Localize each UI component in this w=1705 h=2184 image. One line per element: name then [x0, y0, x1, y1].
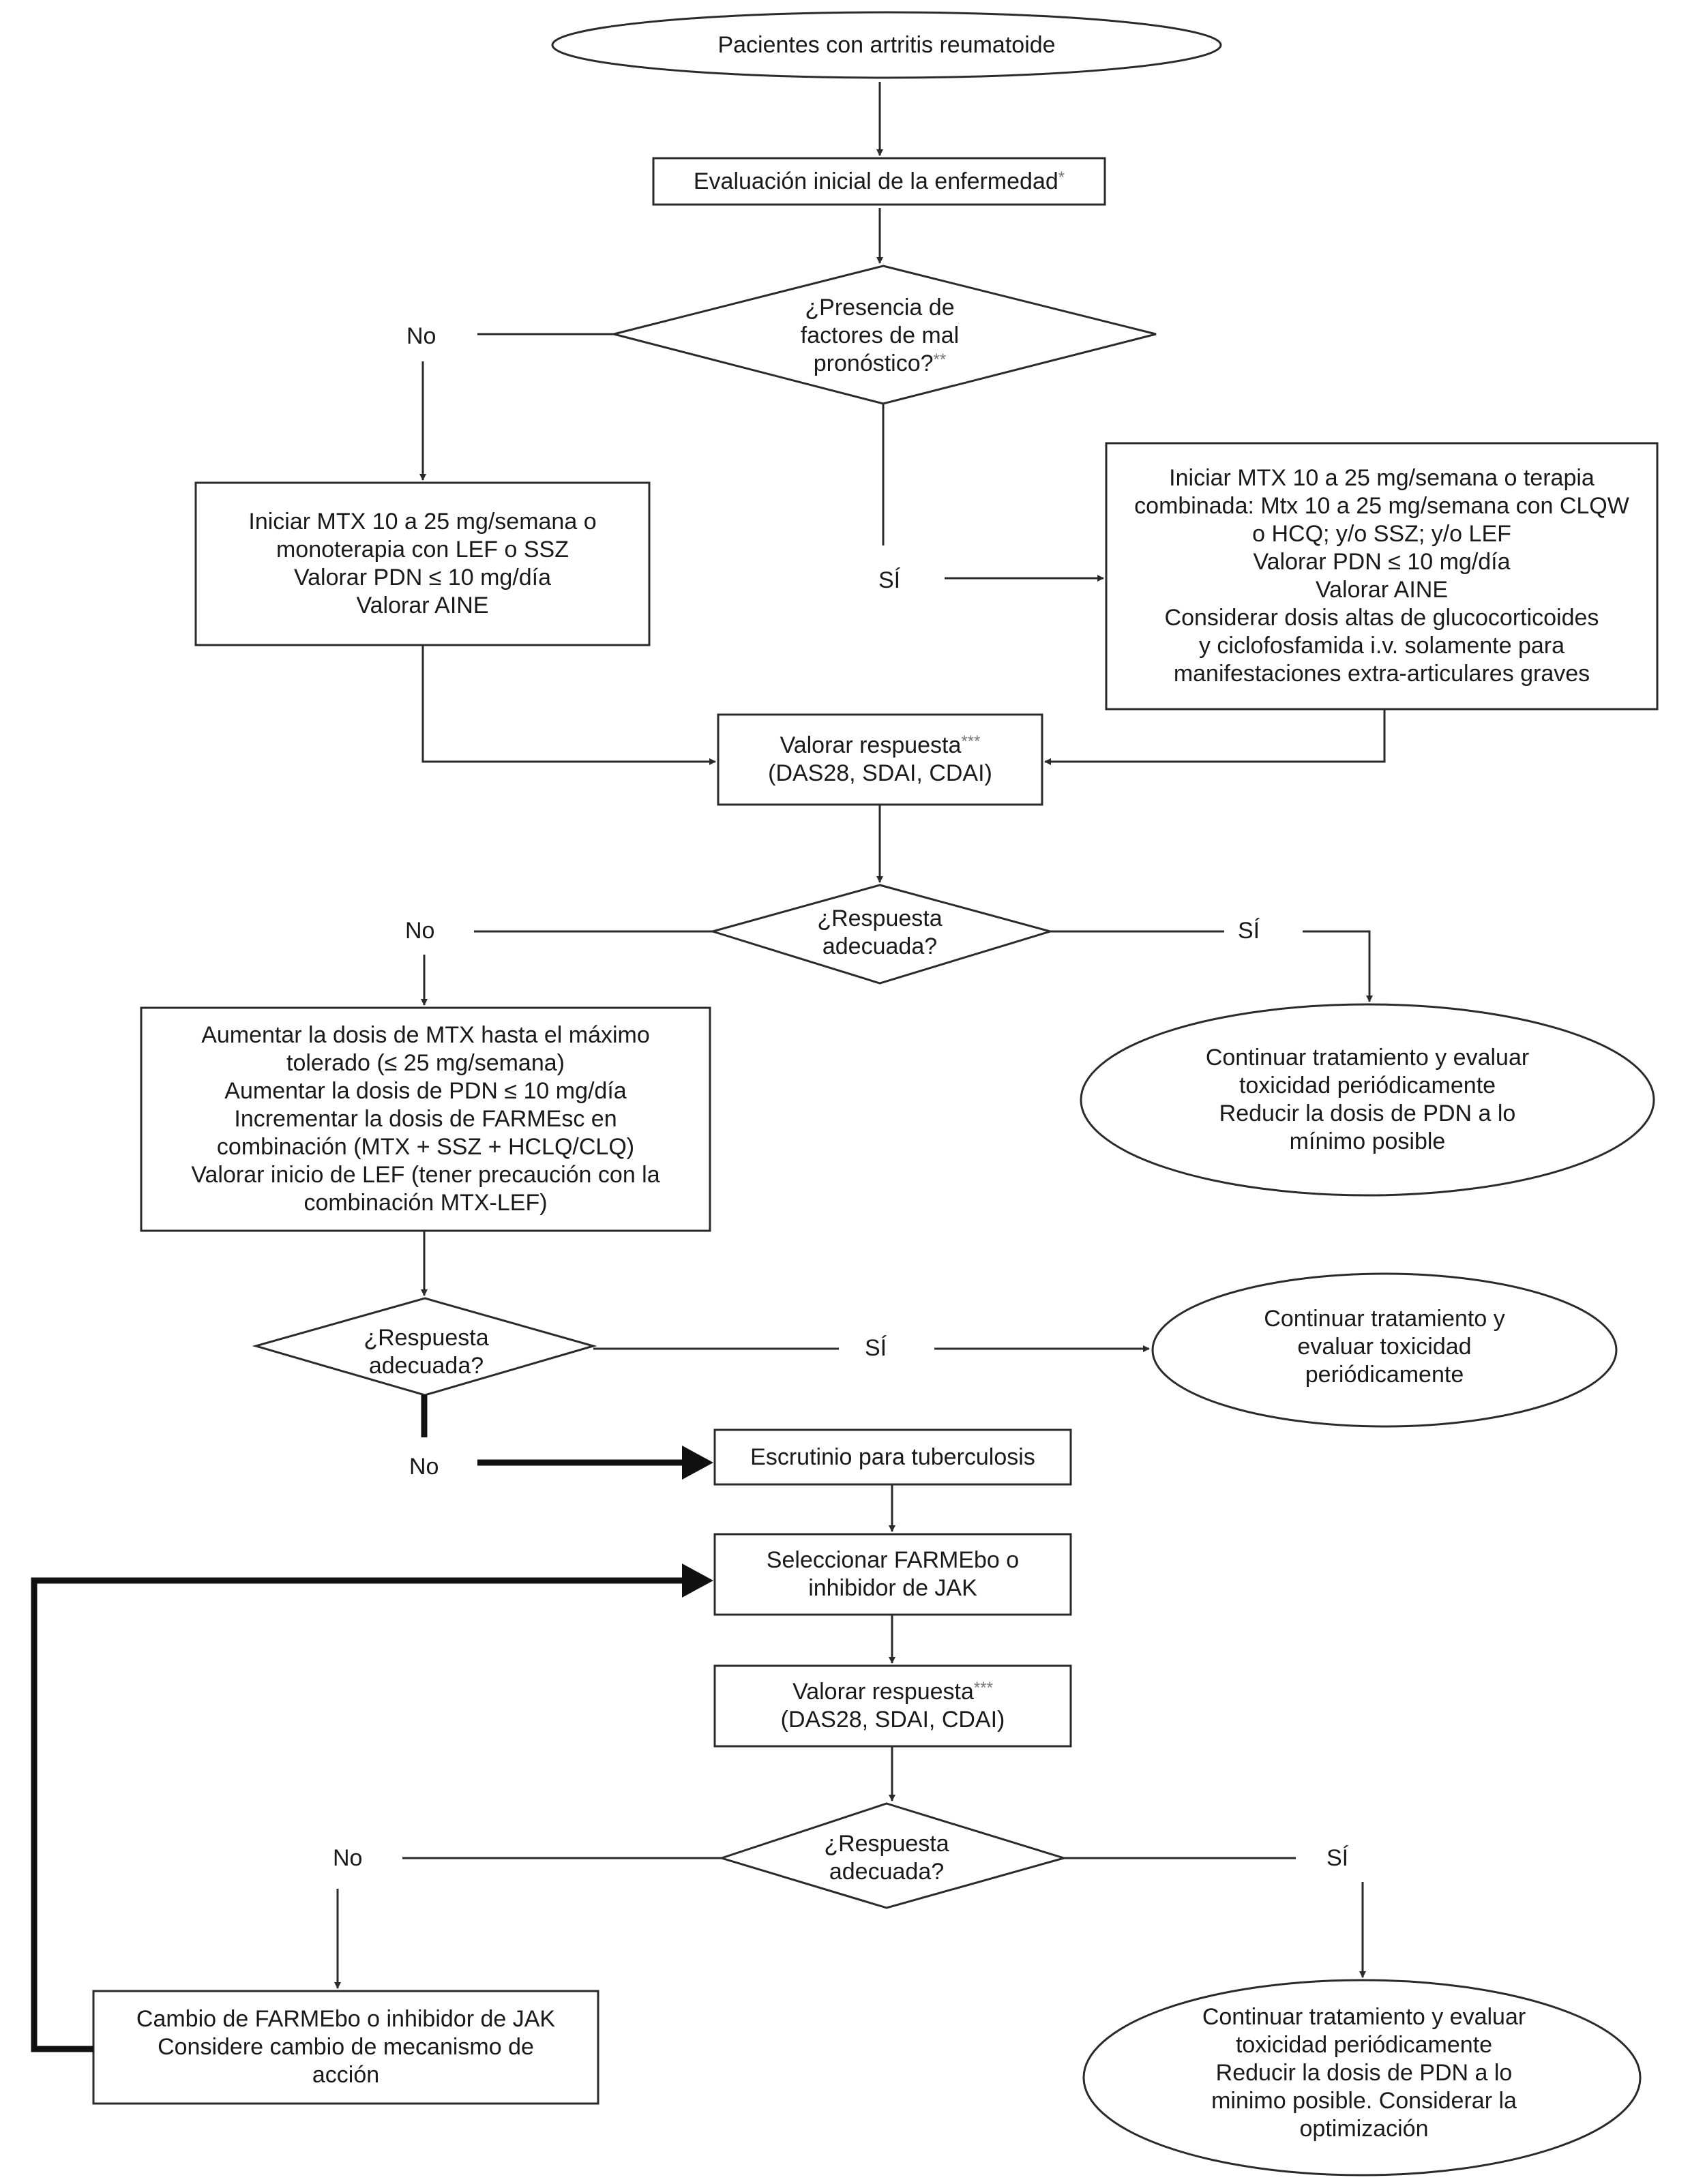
arrowhead-loop-back	[682, 1564, 713, 1598]
increase-text: Aumentar la dosis de MTX hasta el máximo…	[191, 1022, 660, 1216]
continue-3-ellipse	[1082, 1979, 1642, 2176]
response-1-text: Valorar respuesta*** (DAS28, SDAI, CDAI)	[768, 732, 992, 786]
continue-1-text: Continuar tratamiento y evaluar toxicida…	[1205, 1045, 1530, 1154]
edge-label-d2-si: SÍ	[1238, 918, 1260, 944]
increase-box	[140, 1006, 711, 1232]
continue-1-ellipse	[1080, 1003, 1655, 1197]
start-ellipse	[551, 11, 1222, 79]
right-treatment-text: Iniciar MTX 10 a 25 mg/semana o terapia …	[1134, 465, 1629, 687]
tb-text: Escrutinio para tuberculosis	[750, 1443, 1035, 1470]
edge-label-d3-si: SÍ	[865, 1335, 887, 1361]
decision-2-diamond	[709, 884, 1054, 985]
decision-1-text: ¿Presencia de factores de mal pronóstico…	[800, 294, 960, 376]
decision-2-text: ¿Respuesta adecuada?	[817, 906, 943, 959]
edge-label-d2-no: No	[405, 918, 435, 944]
edge-loop-back	[31, 1577, 682, 2052]
edge-label-d3-no: No	[409, 1454, 439, 1480]
select-text: Seleccionar FARMEbo o inhibidor de JAK	[766, 1547, 1020, 1601]
eval-box	[652, 157, 1106, 206]
edge-si-cont1	[1303, 930, 1373, 1002]
response-1-box	[717, 713, 1043, 806]
edge-label-d4-si: SÍ	[1326, 1845, 1349, 1871]
decision-4-diamond	[718, 1802, 1068, 1909]
start-text: Pacientes con artritis reumatoide	[717, 31, 1056, 58]
decision-3-text: ¿Respuesta adecuada?	[364, 1325, 489, 1379]
right-treatment-box	[1105, 442, 1659, 710]
decision-4-text: ¿Respuesta adecuada?	[824, 1831, 949, 1885]
response-2-box	[713, 1664, 1072, 1748]
arrowhead-no-tb	[682, 1446, 713, 1480]
edge-label-d1-no: No	[406, 323, 436, 349]
edge-right-resp1	[1044, 709, 1386, 765]
continue-2-ellipse	[1151, 1272, 1618, 1428]
change-text: Cambio de FARMEbo o inhibidor de JAK Con…	[136, 2006, 556, 2088]
response-2-text: Valorar respuesta*** (DAS28, SDAI, CDAI)	[780, 1679, 1005, 1733]
left-treatment-text: Iniciar MTX 10 a 25 mg/semana o monotera…	[248, 509, 597, 618]
eval-text: Evaluación inicial de la enfermedad*	[693, 168, 1065, 194]
continue-2-text: Continuar tratamiento y evaluar toxicida…	[1264, 1305, 1505, 1388]
edge-label-d4-no: No	[333, 1845, 363, 1871]
edge-left-resp1	[421, 645, 716, 765]
edge-label-d1-si: SÍ	[878, 567, 901, 593]
select-box	[713, 1533, 1072, 1616]
change-box	[92, 1990, 599, 2105]
continue-3-text: Continuar tratamiento y evaluar toxicida…	[1202, 2003, 1526, 2142]
